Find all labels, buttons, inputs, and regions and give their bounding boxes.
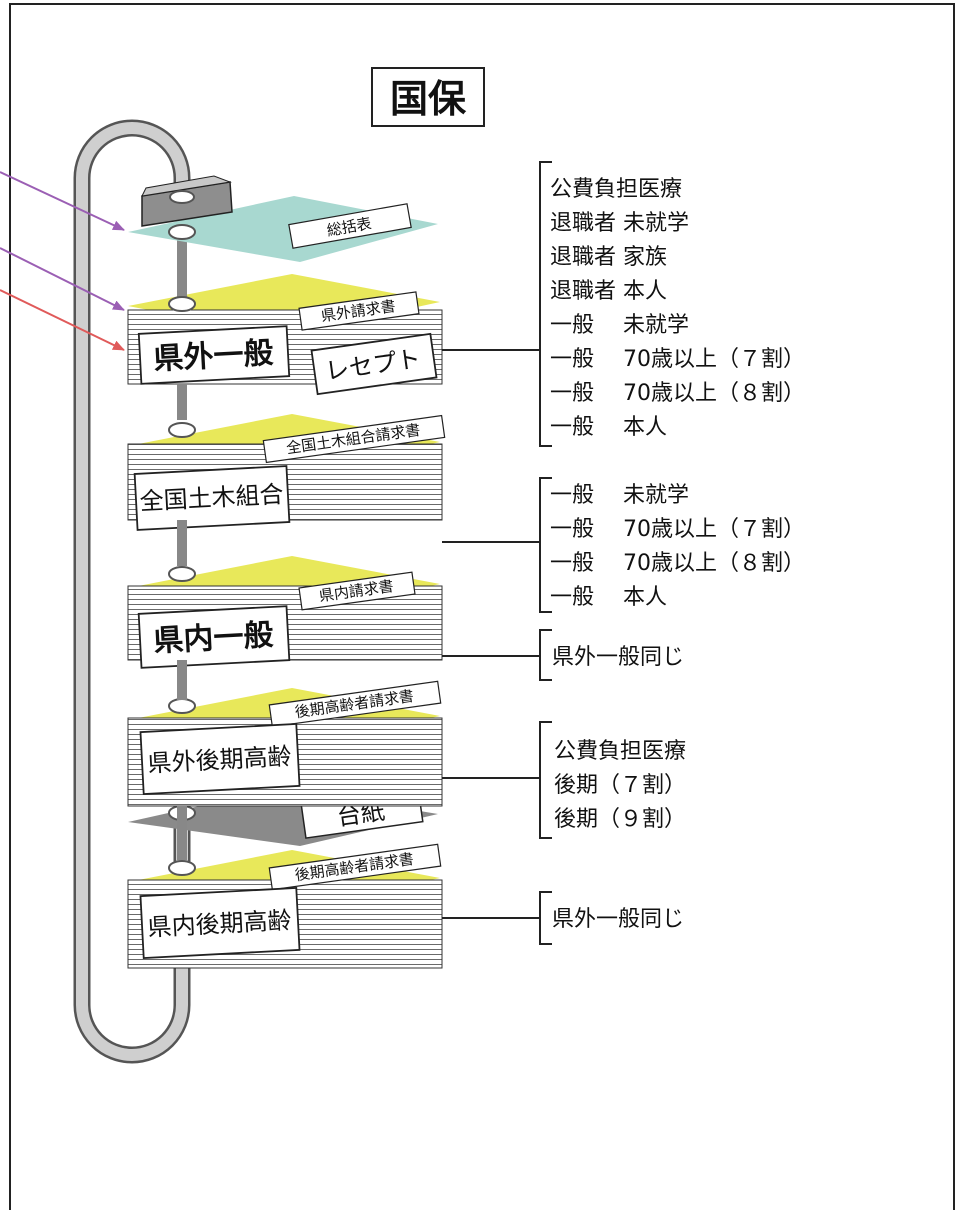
list-item: 退職者 家族 — [550, 245, 667, 270]
title-box: 国保 — [371, 67, 485, 127]
list-2: 一般 未就学 一般 70歳以上（７割） 一般 70歳以上（８割） 一般 本人 — [550, 483, 805, 610]
group-label: 県外一般 — [153, 336, 275, 377]
list-item: 一般 未就学 — [550, 313, 689, 338]
list-item: 一般 70歳以上（７割） — [550, 347, 805, 372]
list-connectors — [442, 161, 552, 945]
page-frame — [9, 3, 955, 1210]
list-item: 一般 未就学 — [550, 483, 689, 508]
page-title: 国保 — [390, 77, 467, 121]
list-item: 退職者 未就学 — [550, 211, 689, 236]
list-item: 一般 70歳以上（７割） — [550, 517, 805, 542]
list-4: 公費負担医療 後期（７割） 後期（９割） — [554, 739, 686, 832]
binder-ring — [73, 119, 191, 1064]
list-item: 公費負担医療 — [550, 177, 682, 202]
list-item: 一般 本人 — [550, 585, 667, 610]
list-1: 公費負担医療 退職者 未就学 退職者 家族 退職者 本人 一般 未就学 一般 7… — [550, 177, 805, 440]
list-3: 県外一般同じ — [552, 645, 684, 670]
binder-clip — [141, 175, 233, 227]
list-item: 後期（７割） — [554, 773, 686, 798]
list-item: 一般 70歳以上（８割） — [550, 551, 805, 576]
stack-group-1: 県外請求書 県外一般 レセプト — [127, 236, 443, 420]
stack-group-2: 全国土木組合請求書 全国土木組合 — [127, 384, 446, 566]
list-item: 一般 70歳以上（８割） — [550, 381, 805, 406]
stack-group-3: 県内請求書 県内一般 — [127, 520, 443, 700]
summary-sheet: 総括表 — [128, 196, 438, 262]
list-item: 公費負担医療 — [554, 739, 686, 764]
list-item: 退職者 本人 — [550, 279, 667, 304]
list-item: 県外一般同じ — [552, 645, 684, 670]
arrow-to-receipt — [0, 289, 125, 351]
stack-group-4: 後期高齢者請求書 県外後期高齢 — [127, 660, 443, 860]
pointer-arrows — [0, 171, 125, 351]
list-5: 県外一般同じ — [552, 907, 684, 932]
list-item: 県外一般同じ — [552, 907, 684, 932]
arrow-to-summary — [0, 171, 125, 231]
stack-group-5: 後期高齢者請求書 県内後期高齢 — [127, 810, 443, 969]
group-label: 県内一般 — [153, 618, 275, 659]
arrow-to-invoice — [0, 247, 125, 311]
list-item: 一般 本人 — [550, 415, 667, 440]
list-item: 後期（９割） — [554, 807, 686, 832]
